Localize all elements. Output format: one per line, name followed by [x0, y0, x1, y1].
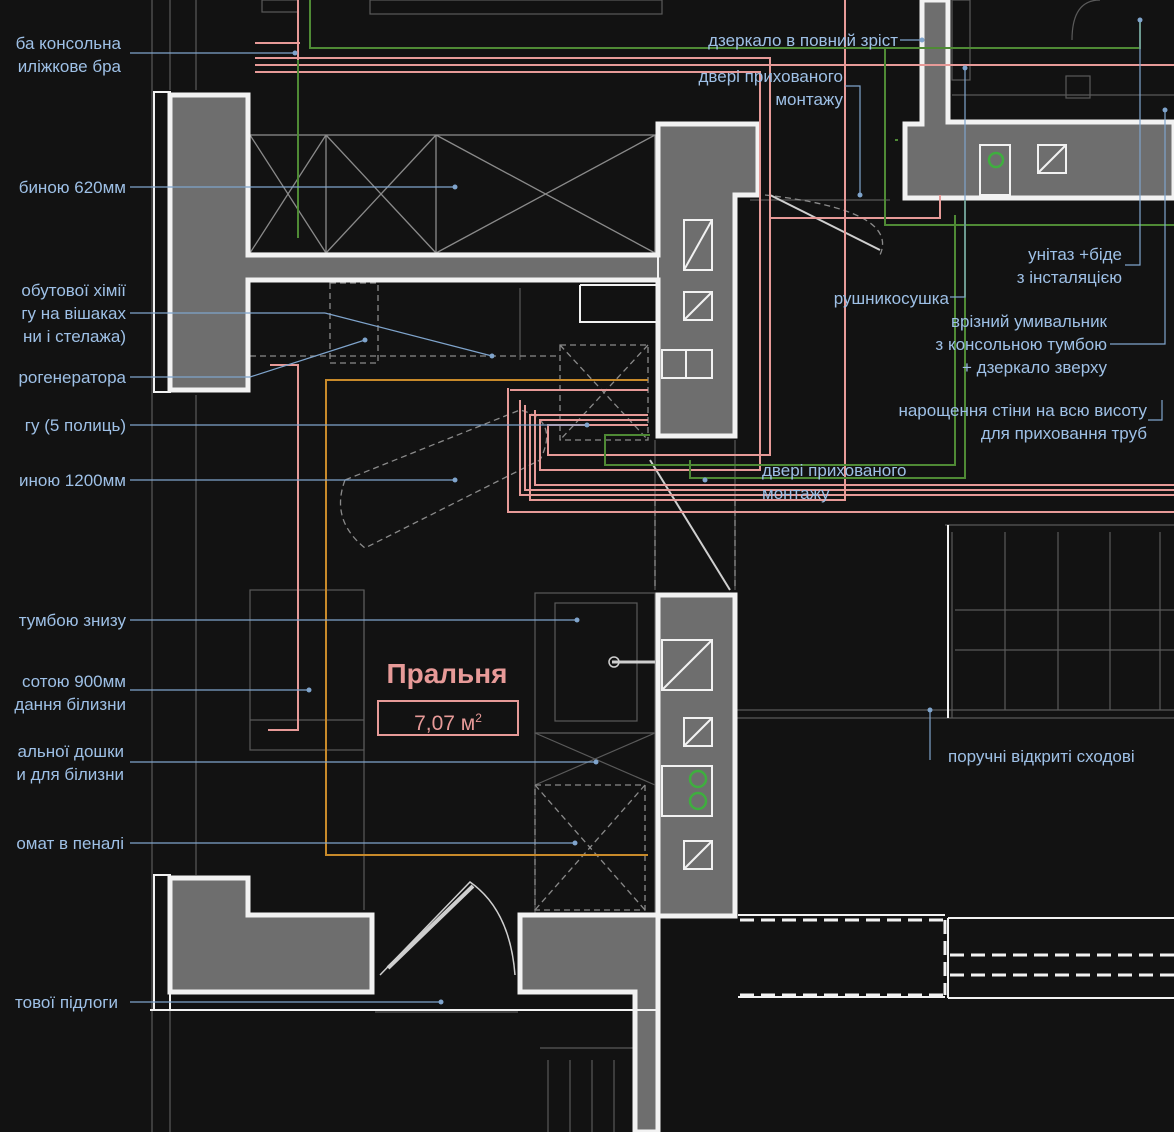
- dashed-walls: [740, 918, 1174, 997]
- leader-lines: [130, 20, 1166, 1003]
- label-towel-dryer: рушникосушка: [833, 289, 949, 308]
- label-wardrobe-1200: иною 1200мм: [18, 471, 126, 490]
- doors: [379, 194, 881, 976]
- room-area-unit: 2: [475, 711, 482, 725]
- label-shelving: гу (5 полиць): [24, 416, 126, 435]
- label-sink-cabinet: тумбою знизу: [18, 611, 126, 630]
- background-linework: [151, 0, 1174, 1132]
- shafts: [661, 144, 1067, 870]
- room-area-value: 7,07 м: [414, 712, 476, 735]
- label-steam-generator: рогенератора: [18, 368, 126, 387]
- label-handrails: поручні відкриті сходові: [948, 747, 1135, 766]
- label-washer-pencil: омат в пеналі: [16, 834, 124, 853]
- walls: [167, 0, 1174, 1132]
- room-name: Пральня: [386, 658, 508, 689]
- room-outline: [325, 379, 648, 856]
- leader-dots: [292, 17, 1168, 1005]
- wall-thin: [150, 91, 949, 1011]
- lighting-lines: [255, 0, 1174, 731]
- label-heated-floor: тової підлоги: [15, 993, 118, 1012]
- label-wardrobe-620: биною 620мм: [18, 178, 126, 197]
- label-mirror: дзеркало в повний зріст: [708, 31, 898, 50]
- room-area-badge: 7,07 м2: [377, 700, 519, 736]
- wall-socket-icon: [688, 151, 1005, 811]
